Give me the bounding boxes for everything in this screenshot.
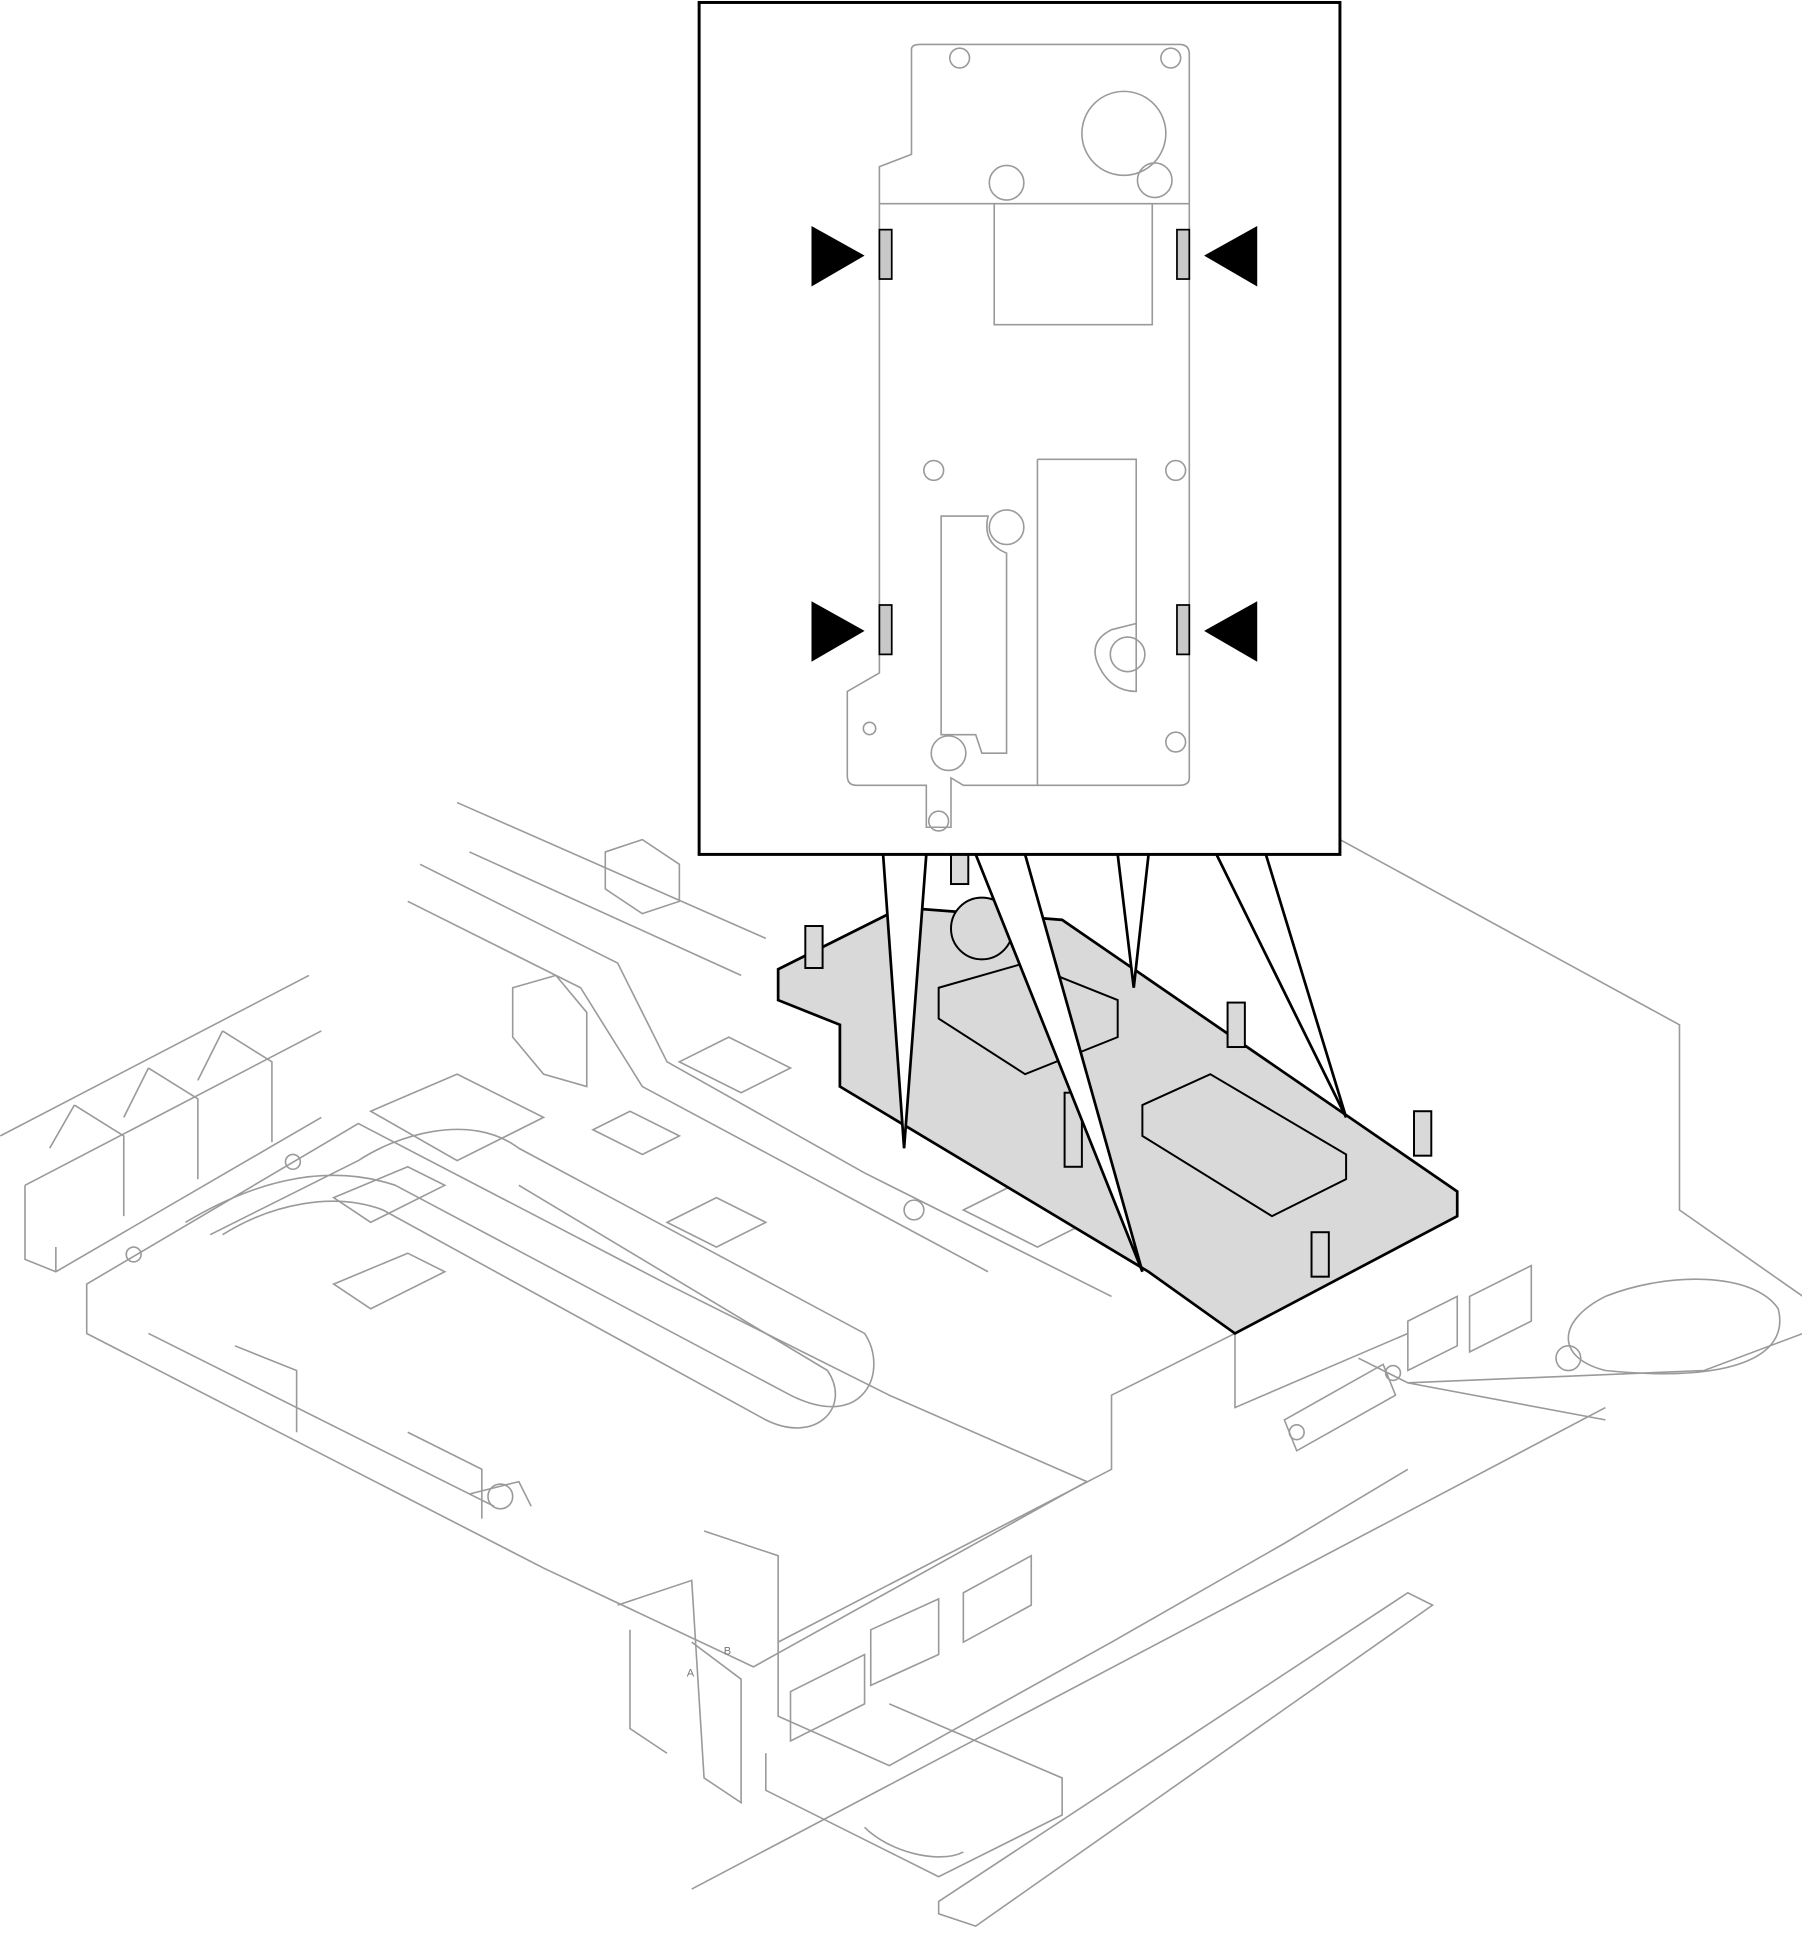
cold-plate-loop-inner	[222, 1184, 837, 1429]
alignment-tab	[1176, 228, 1191, 280]
chassis-bottom-arm	[764, 1591, 1435, 1928]
detail-screw	[988, 164, 1025, 201]
cold-plate-loop	[185, 1128, 875, 1408]
standoff	[1413, 1110, 1433, 1157]
screw-hole	[125, 1246, 142, 1263]
standoff	[950, 850, 970, 886]
standoff	[1310, 1231, 1330, 1278]
plate-body	[776, 906, 1459, 1336]
highlighted-plate	[776, 850, 1459, 1336]
detail-screw	[988, 509, 1025, 546]
alignment-tab	[1176, 604, 1191, 656]
chassis-tray-outline	[85, 1122, 1089, 1668]
screw-hole	[1555, 1345, 1582, 1372]
callout-pointers	[881, 853, 1348, 1273]
chassis-cutouts	[331, 1036, 1114, 1310]
chassis-fins	[48, 1030, 273, 1217]
chassis-io-connectors	[789, 1264, 1533, 1743]
detail-screw	[1136, 162, 1173, 199]
chassis-top-clips	[511, 838, 681, 1088]
detail-hole	[862, 721, 877, 736]
arrow-right-icon	[811, 225, 865, 287]
chassis-left-bracket	[617, 1579, 742, 1805]
detail-nut	[1160, 47, 1182, 69]
screw-hole	[1384, 1364, 1402, 1382]
chassis-front-panel	[703, 1332, 1409, 1767]
pointer-line	[881, 854, 928, 1149]
detail-inner-lines	[879, 202, 1190, 786]
arrow-left-icon	[1204, 601, 1258, 662]
screw-hole	[1288, 1424, 1305, 1441]
standoff	[804, 925, 824, 969]
engraved-label-a: A	[687, 1668, 695, 1680]
pointer-line	[1116, 854, 1150, 988]
arrow-left-icon	[1204, 225, 1258, 287]
standoff	[1226, 1001, 1246, 1049]
detail-nut	[1165, 731, 1187, 753]
chassis-right-rail	[1339, 838, 1802, 1421]
detail-screw	[930, 735, 967, 772]
detail-nut	[948, 47, 971, 69]
chassis-left-rail	[0, 974, 322, 1273]
alignment-tab	[878, 228, 893, 280]
pointer-line	[1215, 853, 1348, 1118]
detail-port-ring	[1081, 90, 1167, 177]
callout-detail-view	[697, 0, 1342, 856]
screw-hole	[284, 1153, 302, 1171]
pointer-line	[974, 853, 1144, 1273]
engraved-label-b: B	[724, 1645, 731, 1657]
screw-hole	[487, 1483, 514, 1510]
chassis-upper-rail	[407, 801, 1112, 1298]
screw-hole	[903, 1199, 925, 1221]
detail-plate-outline	[846, 43, 1191, 829]
arrow-right-icon	[811, 601, 865, 662]
chassis-dimm-slots	[148, 1332, 532, 1519]
detail-nut	[923, 459, 945, 482]
alignment-tab	[878, 604, 893, 656]
chassis-bottom-guide	[691, 1406, 1606, 1890]
chassis-right-wing	[1567, 1278, 1781, 1375]
detail-nut	[1165, 459, 1187, 482]
callout-frame	[697, 0, 1342, 856]
detail-screw	[1109, 636, 1146, 673]
detail-nut	[927, 810, 950, 832]
server-chassis	[0, 801, 1802, 1928]
